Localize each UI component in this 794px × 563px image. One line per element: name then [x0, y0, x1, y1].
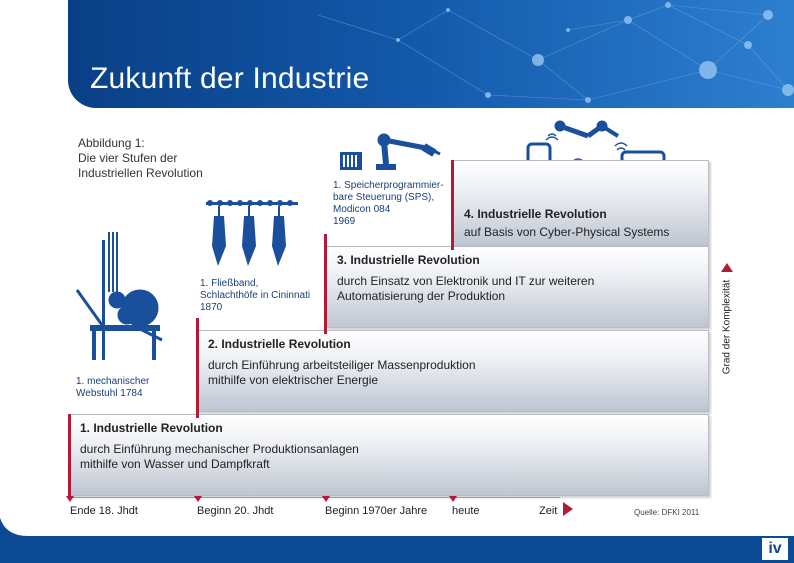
time-arrow-icon — [563, 502, 573, 516]
footer-bar — [0, 536, 794, 563]
stage-desc-line: durch Einführung mechanischer Produktion… — [80, 442, 359, 456]
timeline-label: Beginn 1970er Jahre — [325, 505, 428, 517]
stage-2: 2. Industrielle Revolution durch Einführ… — [197, 330, 709, 412]
stage-4-marker — [451, 160, 454, 250]
milestone-line: Webstuhl 1784 — [76, 388, 143, 399]
stage-title: 2. Industrielle Revolution — [208, 337, 351, 351]
caption-line: Industriellen Revolution — [78, 166, 203, 180]
stage-title: 4. Industrielle Revolution — [464, 207, 607, 221]
milestone-line: bare Steuerung (SPS), — [333, 192, 435, 203]
stage-desc-line: durch Einführung arbeitsteiliger Massenp… — [208, 358, 476, 372]
milestone-line: 1. Fließband, — [200, 278, 259, 289]
timeline-tick — [322, 496, 330, 502]
timeline-tick — [194, 496, 202, 502]
stage-4: 4. Industrielle Revolution auf Basis von… — [453, 160, 709, 246]
timeline-label: Beginn 20. Jhdt — [197, 505, 274, 517]
timeline-tick — [449, 496, 457, 502]
conveyor-icon — [206, 200, 298, 266]
complexity-axis-label: Grad der Komplexität — [721, 279, 733, 375]
milestone-line: 1969 — [333, 216, 356, 227]
milestone-line: 1. mechanischer — [76, 376, 150, 387]
stage-3: 3. Industrielle Revolution durch Einsatz… — [326, 246, 709, 328]
milestone-line: 1. Speicherprogrammier- — [333, 180, 444, 191]
stage-1-marker — [68, 414, 71, 498]
stage-1: 1. Industrielle Revolution durch Einführ… — [69, 414, 709, 496]
stage-desc: auf Basis von Cyber-Physical Systems — [464, 225, 669, 240]
caption-line: Die vier Stufen der — [78, 151, 178, 165]
plc-robot-icon — [340, 133, 441, 170]
caption-line: Abbildung 1: — [78, 136, 145, 150]
stage-desc-line: Automatisierung der Produktion — [337, 289, 506, 303]
figure-caption: Abbildung 1: Die vier Stufen der Industr… — [78, 136, 203, 181]
milestone-label-loom: 1. mechanischer Webstuhl 1784 — [76, 376, 149, 400]
milestone-label-conveyor: 1. Fließband, Schlachthöfe in Cininnati … — [200, 278, 310, 314]
timeline-label: heute — [452, 505, 480, 517]
milestone-label-plc: 1. Speicherprogrammier- bare Steuerung (… — [333, 180, 444, 228]
footer-curve — [0, 518, 794, 536]
stage-desc-line: mithilfe von elektrischer Energie — [208, 373, 379, 387]
timeline-tick — [66, 496, 74, 502]
source-note: Quelle: DFKI 2011 — [634, 508, 700, 517]
stage-title: 1. Industrielle Revolution — [80, 421, 223, 435]
stage-desc: durch Einführung mechanischer Produktion… — [80, 442, 359, 472]
page-title: Zukunft der Industrie — [90, 62, 370, 95]
stage-title: 3. Industrielle Revolution — [337, 253, 480, 267]
stage-desc: durch Einsatz von Elektronik und IT zur … — [337, 274, 594, 304]
network-pattern — [317, 2, 794, 103]
stage-2-marker — [196, 318, 199, 418]
stage-desc: durch Einführung arbeitsteiliger Massenp… — [208, 358, 476, 388]
milestone-line: Schlachthöfe in Cininnati — [200, 290, 311, 301]
milestone-line: Modicon 084 — [333, 204, 391, 215]
stage-desc-line: auf Basis von Cyber-Physical Systems — [464, 225, 670, 239]
timeline-label: Ende 18. Jhdt — [70, 505, 138, 517]
stage-desc-line: durch Einsatz von Elektronik und IT zur … — [337, 274, 595, 288]
stage-desc-line: mithilfe von Wasser und Dampfkraft — [80, 457, 270, 471]
stage-3-marker — [324, 234, 327, 334]
loom-icon — [75, 232, 163, 360]
time-axis-label: Zeit — [539, 505, 558, 517]
timeline-axis — [68, 497, 560, 498]
brand-logo: iv — [762, 538, 788, 560]
milestone-line: 1870 — [200, 302, 223, 313]
complexity-arrow-icon — [721, 263, 733, 272]
header-banner: Zukunft der Industrie — [68, 0, 794, 108]
